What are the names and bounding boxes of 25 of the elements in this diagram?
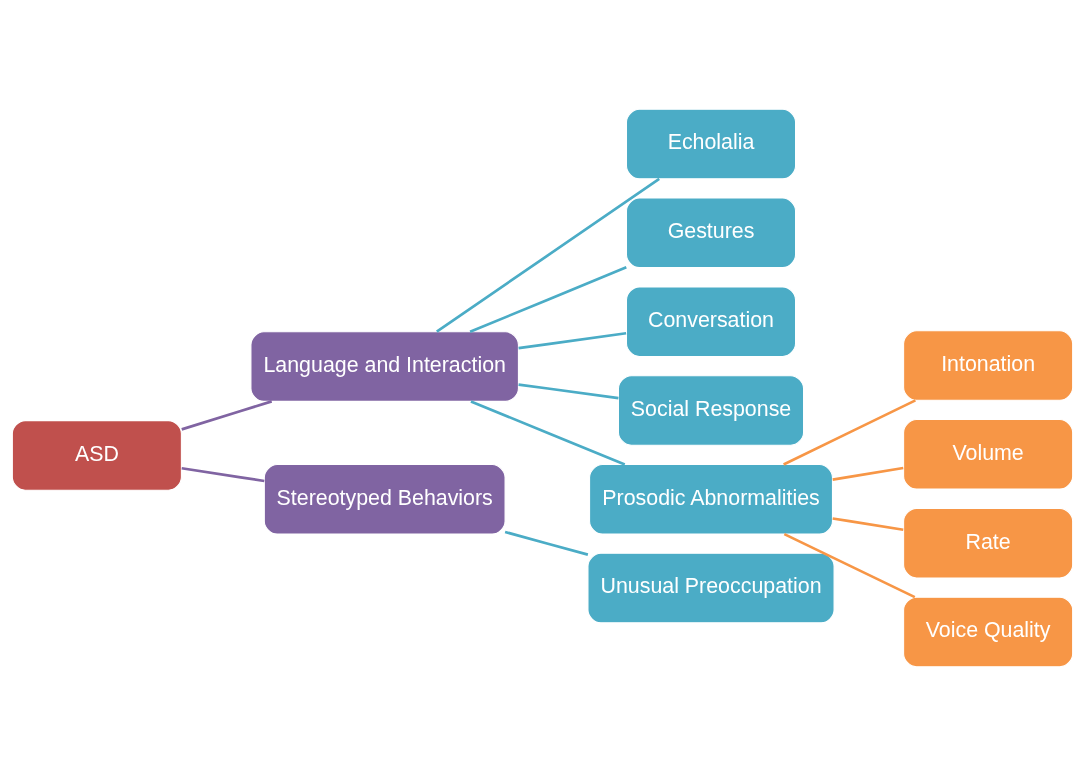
connector [469, 265, 627, 333]
connector [518, 382, 619, 399]
connector [181, 399, 273, 431]
connector [832, 516, 904, 531]
connector [436, 177, 660, 333]
node-box: Conversation [625, 285, 797, 357]
connector [504, 530, 589, 556]
node-box: Language and Interaction [250, 330, 519, 402]
node-box: Volume [903, 418, 1074, 490]
connector [181, 466, 265, 482]
connector [470, 399, 626, 466]
node-box: Social Response [617, 374, 805, 446]
connector [518, 331, 627, 350]
node-box: Intonation [903, 329, 1074, 401]
node-box: Unusual Preoccupation [587, 552, 835, 623]
node-box: Echolalia [625, 108, 797, 179]
connector [783, 532, 916, 598]
connector [783, 398, 916, 466]
node-box: Gestures [625, 197, 797, 268]
node-box: Prosodic Abnormalities [589, 463, 833, 535]
node-box: Stereotyped Behaviors [263, 463, 506, 535]
connector [832, 466, 904, 481]
node-box: Rate [903, 507, 1074, 578]
node-box: ASD [11, 419, 182, 491]
node-box: Voice Quality [903, 596, 1074, 667]
